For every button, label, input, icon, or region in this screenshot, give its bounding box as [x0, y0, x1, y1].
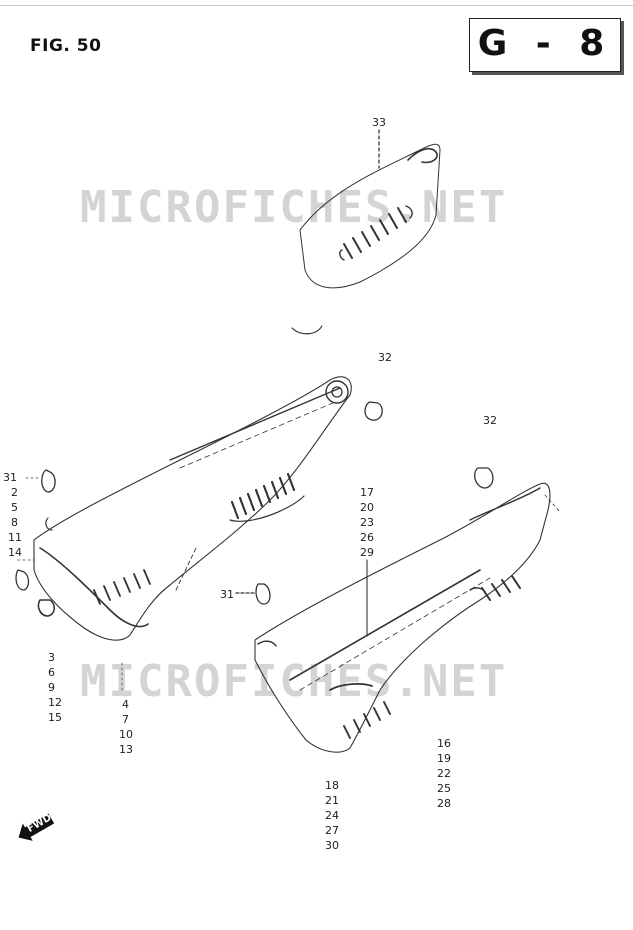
callout-33: 33 [372, 116, 386, 129]
callout-number: 30 [325, 839, 339, 852]
callout-number: 16 [437, 737, 451, 750]
callout-column-left-bottom: 3 6 9 12 15 [48, 650, 62, 725]
callout-column-left-top: 31 2 5 8 11 14 [3, 470, 22, 560]
callout-number: 27 [325, 824, 339, 837]
callout-number: 19 [437, 752, 451, 765]
callout-number: 24 [325, 809, 339, 822]
section-code-box: G - 8 [469, 18, 621, 72]
callout-number: 15 [48, 711, 62, 724]
callout-number: 8 [11, 516, 18, 529]
top-border-line [0, 5, 633, 6]
part-33-cover [291, 129, 441, 335]
callout-column-center: 17 20 23 26 29 [360, 485, 374, 560]
callout-32-upper: 32 [378, 351, 392, 364]
callout-number: 23 [360, 516, 374, 529]
right-side-cover [235, 482, 561, 753]
callout-number: 25 [437, 782, 451, 795]
callout-number: 13 [119, 743, 133, 756]
callout-column-bottom-center: 18 21 24 27 30 [325, 778, 339, 853]
callout-number: 14 [8, 546, 22, 559]
callout-number: 29 [360, 546, 374, 559]
callout-32-right: 32 [483, 414, 497, 427]
callout-number: 31 [3, 471, 17, 484]
callout-number: 11 [8, 531, 22, 544]
callout-number: 20 [360, 501, 374, 514]
callout-number: 7 [122, 713, 129, 726]
callout-column-bottom-right: 16 19 22 25 28 [437, 736, 451, 811]
callout-number: 4 [122, 698, 129, 711]
callout-number: 2 [11, 486, 18, 499]
left-side-cover [15, 376, 352, 641]
section-code: G - 8 [477, 23, 613, 64]
watermark-bottom: MICROFICHES.NET [80, 656, 508, 707]
callout-number: 28 [437, 797, 451, 810]
callout-31-center: 31 [220, 588, 234, 601]
callout-number: 21 [325, 794, 339, 807]
callout-number: 5 [11, 501, 18, 514]
callout-number: 9 [48, 681, 55, 694]
callout-number: 26 [360, 531, 374, 544]
callout-number: 10 [119, 728, 133, 741]
callout-number: 17 [360, 486, 374, 499]
callout-number: 6 [48, 666, 55, 679]
figure-label: FIG. 50 [30, 36, 102, 56]
leader-lines [17, 477, 123, 691]
callout-number: 3 [48, 651, 55, 664]
part-32-grommets [325, 380, 494, 489]
watermark-top: MICROFICHES.NET [80, 182, 508, 233]
callout-number: 22 [437, 767, 451, 780]
callout-column-left-mid: 4 7 10 13 [119, 697, 133, 757]
callout-number: 12 [48, 696, 62, 709]
callout-number: 18 [325, 779, 339, 792]
